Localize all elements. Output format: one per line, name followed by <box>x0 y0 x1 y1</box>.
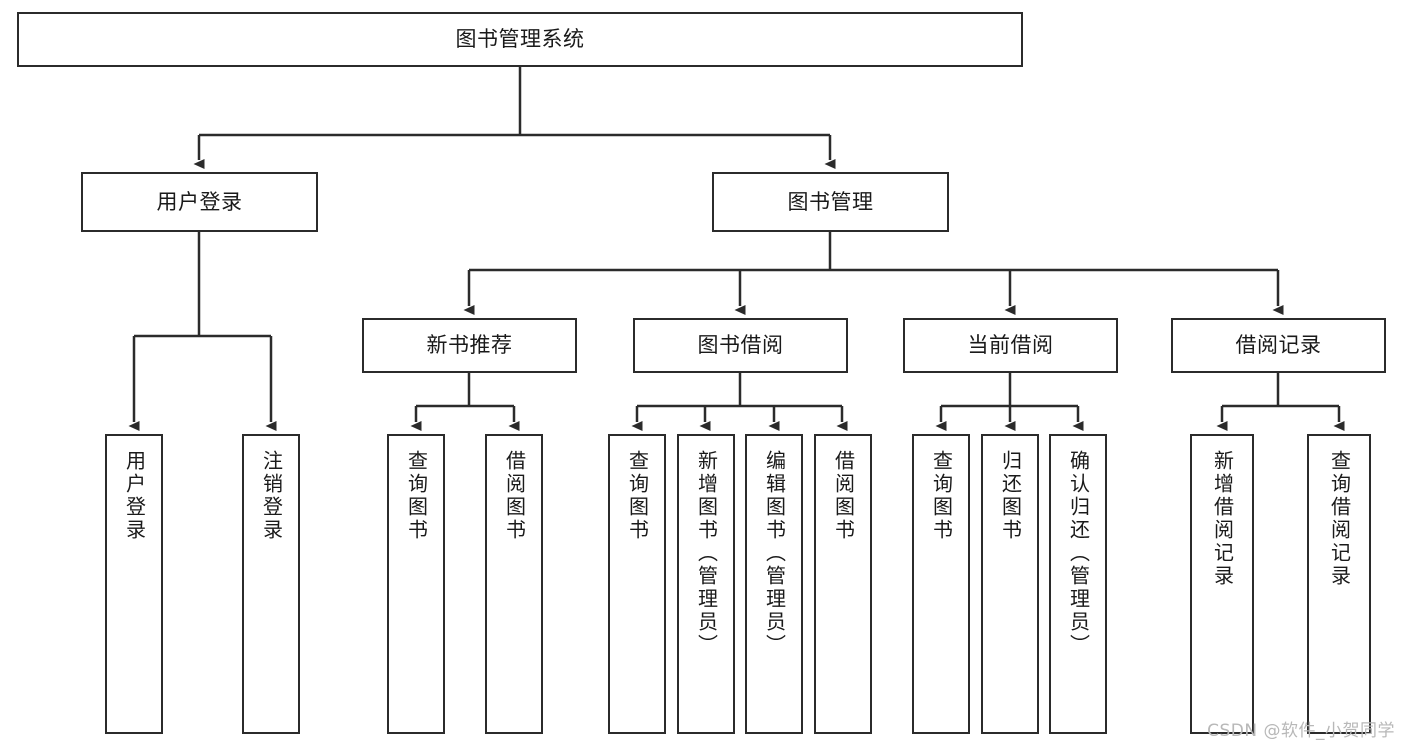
node-label: 新增借阅记录 <box>1210 450 1235 588</box>
node-book-borrow[interactable]: 图书借阅 <box>633 318 848 373</box>
leaf-recommend-query-book[interactable]: 查询图书 <box>387 434 445 734</box>
node-label: 查询借阅记录 <box>1327 450 1352 588</box>
node-label: 注销登录 <box>259 450 284 542</box>
leaf-borrow-edit-book[interactable]: 编辑图书（管理员） <box>745 434 803 734</box>
leaf-borrow-add-book[interactable]: 新增图书（管理员） <box>677 434 735 734</box>
leaf-recommend-borrow-book[interactable]: 借阅图书 <box>485 434 543 734</box>
node-label: 借阅记录 <box>1235 333 1322 358</box>
leaf-borrow-query-book[interactable]: 查询图书 <box>608 434 666 734</box>
leaf-borrow-borrow-book[interactable]: 借阅图书 <box>814 434 872 734</box>
node-label: 归还图书 <box>998 450 1023 542</box>
node-label: 借阅图书 <box>831 450 856 542</box>
node-borrow-record[interactable]: 借阅记录 <box>1171 318 1386 373</box>
node-label: 编辑图书（管理员） <box>762 450 787 657</box>
node-user-login[interactable]: 用户登录 <box>81 172 318 232</box>
node-label: 图书管理 <box>787 189 874 214</box>
leaf-current-return-book[interactable]: 归还图书 <box>981 434 1039 734</box>
node-current-borrow[interactable]: 当前借阅 <box>903 318 1118 373</box>
node-label: 查询图书 <box>404 450 429 542</box>
leaf-user-login-login[interactable]: 用户登录 <box>105 434 163 734</box>
leaf-current-confirm-return[interactable]: 确认归还（管理员） <box>1049 434 1107 734</box>
node-label: 当前借阅 <box>967 333 1054 358</box>
node-root-system[interactable]: 图书管理系统 <box>17 12 1023 67</box>
leaf-current-query-book[interactable]: 查询图书 <box>912 434 970 734</box>
node-label: 借阅图书 <box>502 450 527 542</box>
node-label: 查询图书 <box>625 450 650 542</box>
leaf-user-login-logout[interactable]: 注销登录 <box>242 434 300 734</box>
node-label: 新书推荐 <box>426 333 513 358</box>
node-label: 用户登录 <box>156 189 243 214</box>
leaf-record-query-record[interactable]: 查询借阅记录 <box>1307 434 1371 734</box>
node-label: 查询图书 <box>929 450 954 542</box>
leaf-record-add-record[interactable]: 新增借阅记录 <box>1190 434 1254 734</box>
node-label: 用户登录 <box>122 450 147 542</box>
csdn-watermark: CSDN @软件_小贺同学 <box>1207 721 1395 741</box>
node-label: 图书管理系统 <box>455 27 585 52</box>
node-book-management[interactable]: 图书管理 <box>712 172 949 232</box>
node-label: 图书借阅 <box>697 333 784 358</box>
node-new-book-recommend[interactable]: 新书推荐 <box>362 318 577 373</box>
node-label: 新增图书（管理员） <box>694 450 719 657</box>
node-label: 确认归还（管理员） <box>1066 450 1091 657</box>
